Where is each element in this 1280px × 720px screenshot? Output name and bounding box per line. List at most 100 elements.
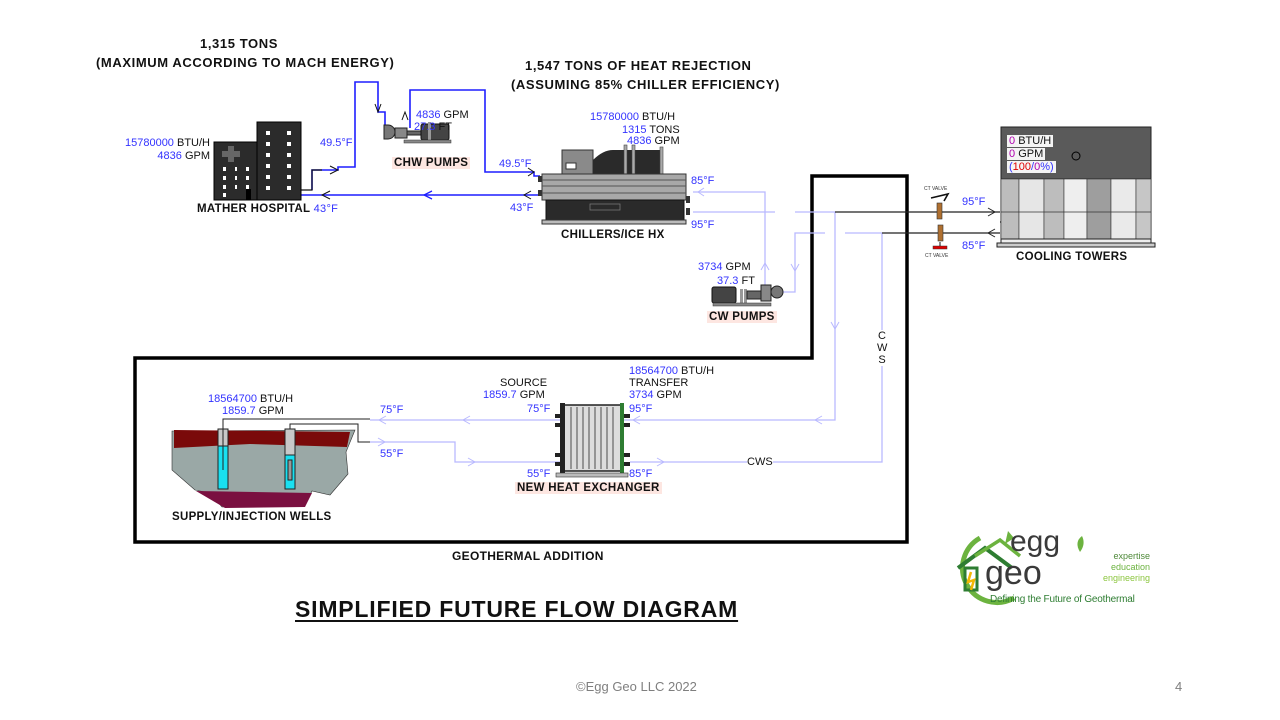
chiller-chw-in-temp: 49.5°F — [499, 158, 532, 170]
hx-source-out-temp: 55°F — [527, 468, 551, 480]
hx-transfer-label: TRANSFER — [629, 377, 689, 389]
slide-footer: ©Egg Geo LLC 2022 — [576, 679, 697, 694]
chw-pump-head: 27.3 FT — [414, 121, 452, 133]
cooling-towers-label: COOLING TOWERS — [1016, 251, 1128, 263]
cws-letter-c: C — [878, 330, 886, 342]
wells-supply-temp: 75°F — [380, 404, 404, 416]
hx-transfer-in-temp: 95°F — [629, 403, 653, 415]
chiller-chw-out-temp: 43°F — [510, 202, 534, 214]
flow-arrow — [422, 190, 433, 200]
wells-flow-unit: GPM — [258, 405, 284, 417]
wells-load-unit: BTU/H — [260, 393, 294, 405]
hx-transfer-load-value: 18564700 — [629, 365, 678, 377]
ct-supply-temp: 95°F — [962, 196, 986, 208]
load-heading-line1: 1,315 TONS — [200, 36, 279, 51]
hospital-load-unit: BTU/H — [177, 137, 210, 149]
hx-source-flow-value: 1859.7 — [483, 389, 517, 401]
chiller-load-unit: BTU/H — [642, 111, 676, 123]
hospital-supply-temp: 49.5°F — [320, 137, 353, 149]
hx-transfer-load-unit: BTU/H — [681, 365, 715, 377]
chiller-tons-value: 1315 — [622, 124, 647, 136]
flow-arrow — [527, 167, 535, 177]
hospital-name: MATHER HOSPITAL — [197, 203, 311, 215]
ct-split-a: 100 — [1012, 161, 1032, 173]
chiller-cw-in-temp: 85°F — [691, 175, 715, 187]
chw-pump-flow: 4836 GPM — [416, 109, 469, 121]
logo-word-geo: geo — [985, 554, 1042, 592]
hospital-load: 15780000 BTU/H — [110, 137, 210, 149]
chw-supply-pipe — [311, 81, 540, 190]
flow-arrow — [329, 165, 340, 175]
heat-exchanger-icon[interactable] — [555, 403, 630, 478]
hospital-flow-unit: GPM — [184, 150, 210, 162]
chiller-icon[interactable] — [538, 144, 690, 225]
logo-pillars: expertise education engineering — [1080, 551, 1150, 584]
hx-transfer-out-temp: 85°F — [629, 468, 653, 480]
cw-pump-flow: 3734 GPM — [698, 261, 751, 273]
ct-flow-value: 0 — [1009, 148, 1016, 160]
chiller-flow: 4836 GPM — [627, 135, 680, 147]
flow-arrow — [320, 190, 331, 200]
ct-flow: 0 GPM — [1007, 148, 1046, 160]
flow-arrow — [374, 103, 382, 114]
ct-valve-bottom[interactable] — [932, 224, 948, 250]
cws-horizontal-label: CWS — [747, 456, 773, 468]
cw-flow-arrows — [377, 187, 840, 467]
rejection-heading-line1: 1,547 TONS OF HEAT REJECTION — [525, 58, 752, 73]
chw-pump-head-unit: FT — [438, 121, 452, 133]
hospital-load-value: 15780000 — [124, 137, 174, 149]
chw-pump-head-value: 27.3 — [414, 121, 436, 133]
logo-word-egg: egg — [1010, 525, 1061, 558]
page-number: 4 — [1175, 679, 1183, 694]
cw-pump-head: 37.3 FT — [717, 275, 755, 287]
logo-pillar-expertise: expertise — [1113, 551, 1150, 561]
logo-pillar-education: education — [1110, 562, 1150, 572]
cws-letter-w: W — [877, 342, 888, 354]
chiller-flow-value: 4836 — [627, 135, 652, 147]
ct-split-b: 0 — [1034, 161, 1041, 173]
ct-load-unit: BTU/H — [1018, 135, 1052, 147]
ct-return-temp: 85°F — [962, 240, 986, 252]
chiller-flow-unit: GPM — [654, 135, 680, 147]
slide-title: SIMPLIFIED FUTURE FLOW DIAGRAM — [295, 596, 739, 622]
cw-pump-flow-unit: GPM — [725, 261, 751, 273]
cw-pump-head-value: 37.3 — [717, 275, 739, 287]
chiller-tons-unit: TONS — [649, 124, 680, 136]
wells-load: 18564700 BTU/H — [208, 393, 293, 405]
cw-pump-icon[interactable] — [711, 284, 784, 307]
hx-source-flow-unit: GPM — [519, 389, 545, 401]
hx-source-flow: 1859.7 GPM — [483, 389, 545, 401]
cw-pump-head-unit: FT — [741, 275, 755, 287]
load-heading-line2: (MAXIMUM ACCORDING TO MACH ENERGY) — [96, 55, 395, 70]
ct-valve-top-label: CT VALVE — [924, 186, 948, 192]
flow-arrow — [522, 190, 532, 200]
ct-valve-top[interactable] — [930, 192, 950, 220]
chiller-tons: 1315 TONS — [622, 124, 680, 136]
ct-load: 0 BTU/H — [1007, 135, 1054, 147]
logo-pillar-engineering: engineering — [1102, 573, 1150, 583]
cw-pump-flow-value: 3734 — [698, 261, 723, 273]
hx-transfer-load: 18564700 BTU/H — [629, 365, 714, 377]
ct-split-close: %) — [1040, 161, 1054, 173]
hospital-label: MATHER HOSPITAL 43°F — [197, 203, 338, 215]
hospital-flow: 4836 GPM — [110, 150, 210, 162]
chw-pumps-label: CHW PUMPS — [392, 157, 471, 169]
cws-letter-s: S — [878, 354, 886, 366]
chiller-load: 15780000 BTU/H — [590, 111, 675, 123]
ct-split-open: ( — [1009, 161, 1013, 173]
hospital-building-icon — [213, 121, 302, 201]
geothermal-addition-label: GEOTHERMAL ADDITION — [452, 549, 604, 563]
chw-pump-icon[interactable] — [383, 122, 452, 144]
ct-valve-bottom-label: CT VALVE — [925, 253, 949, 259]
egg-geo-logo-icon — [956, 531, 1084, 605]
cws-vertical-label: C W S — [877, 330, 887, 366]
flow-arrow — [401, 110, 409, 121]
ct-split: (100/0%) — [1007, 161, 1056, 173]
cooling-tower-icon[interactable] — [996, 126, 1156, 248]
chw-pump-flow-unit: GPM — [443, 109, 469, 121]
hx-transfer-flow-value: 3734 — [629, 389, 654, 401]
hospital-return-temp: 43°F — [313, 203, 339, 215]
wells-ground-icon — [171, 418, 370, 508]
ct-load-value: 0 — [1009, 135, 1016, 147]
